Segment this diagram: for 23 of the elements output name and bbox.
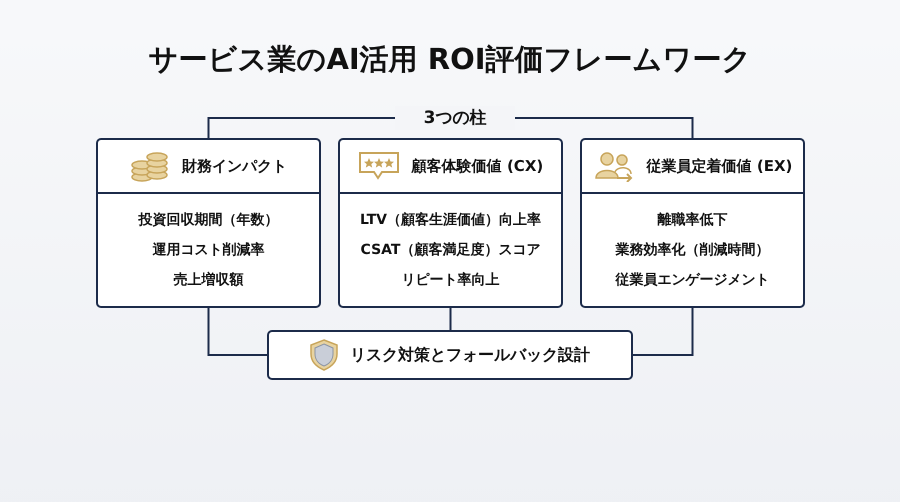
metric-item: LTV（顧客生涯価値）向上率 [360, 211, 541, 229]
metric-item: 売上増収額 [174, 271, 244, 289]
metric-item: 業務効率化（削減時間） [616, 241, 770, 259]
pillar-card [338, 138, 563, 308]
metric-item: 離職率低下 [658, 211, 728, 229]
pillar-card [96, 138, 321, 308]
box-label: リスク対策とフォールバック設計 [350, 344, 590, 366]
card-heading: 従業員定着価値 (EX) [646, 156, 792, 176]
metric-item: 従業員エンゲージメント [616, 271, 770, 289]
card-heading: 財務インパクト [182, 156, 287, 176]
connector-line [208, 308, 267, 356]
connector-line [515, 117, 694, 138]
connector-line [450, 308, 452, 330]
metric-item: CSAT（顧客満足度）スコア [360, 241, 540, 259]
metric-item: 投資回収期間（年数） [138, 211, 278, 229]
risk-box [267, 330, 633, 380]
metric-item: リピート率向上 [402, 271, 500, 289]
pillar-card [580, 138, 805, 308]
title: サービス業のAI活用 ROI評価フレームワーク [147, 41, 753, 78]
connector-line [208, 117, 395, 138]
metric-item: 運用コスト削減率 [152, 241, 264, 259]
card-heading: 顧客体験価値 (CX) [412, 156, 544, 176]
connector-line [633, 308, 694, 356]
